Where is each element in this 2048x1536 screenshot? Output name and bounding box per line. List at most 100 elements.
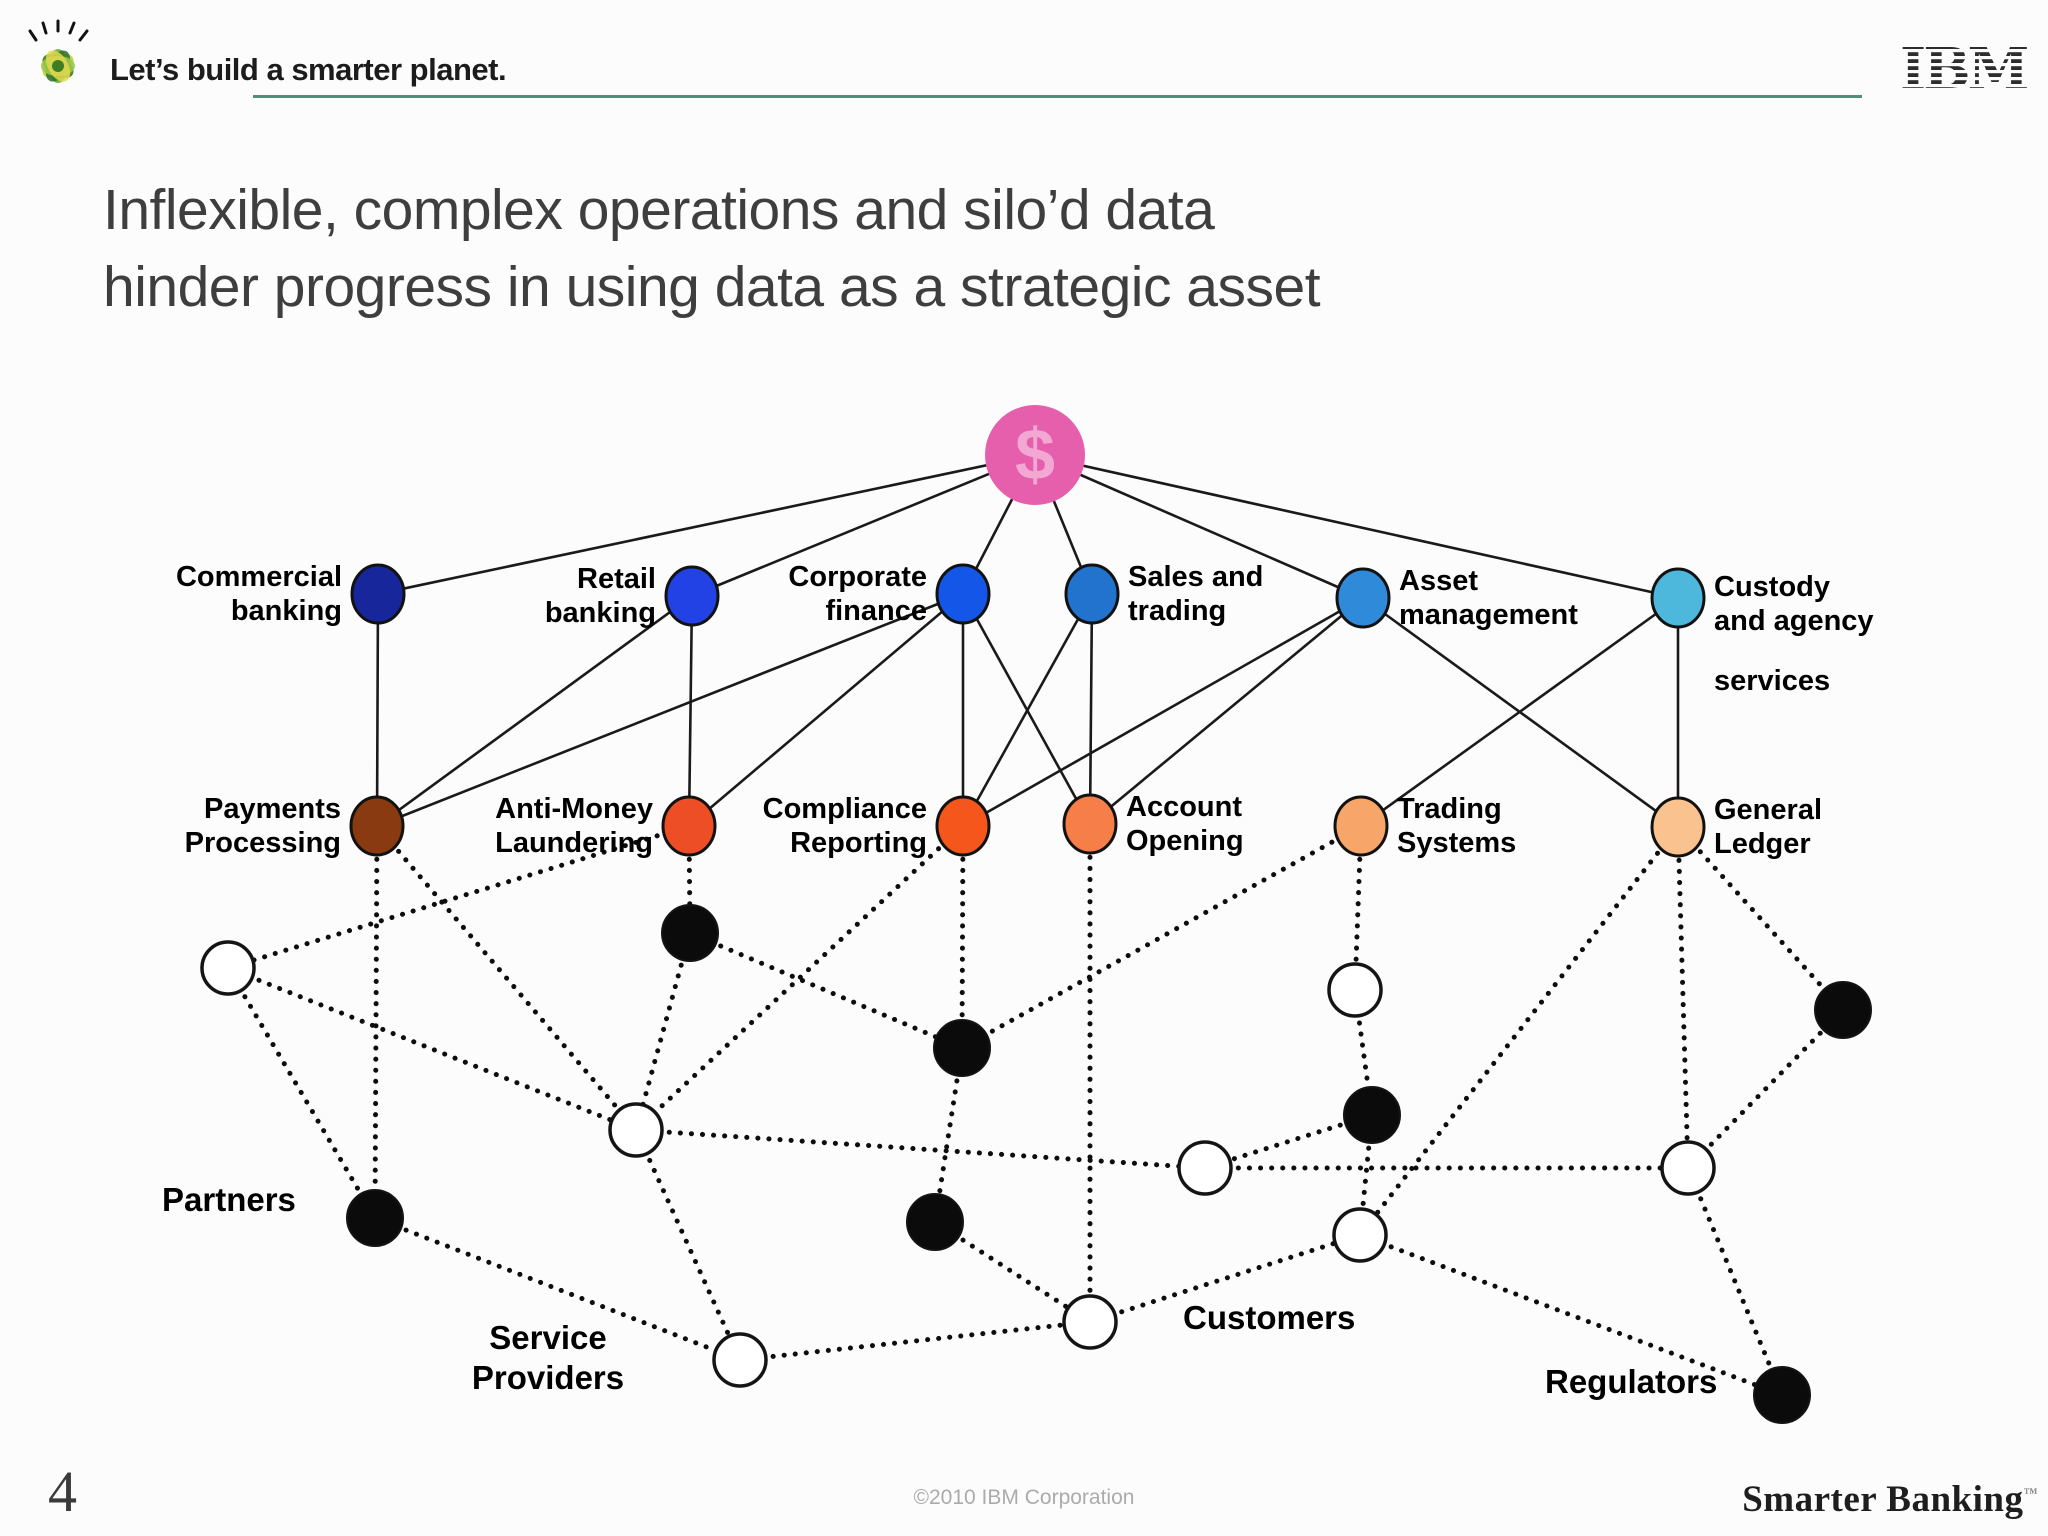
solid-edge (691, 453, 1036, 598)
node-label-line: Trading (1397, 793, 1502, 825)
node-label-line: Compliance (762, 793, 927, 825)
open-constituency-node (1332, 1207, 1388, 1263)
node-retail-banking (664, 565, 720, 627)
solid-edge (687, 595, 694, 827)
dotted-edge (1357, 824, 1681, 1238)
filled-constituency-node (1814, 981, 1872, 1039)
solid-edge (688, 593, 964, 827)
group-label-line: Providers (471, 1359, 625, 1396)
smarter-planet-leaf-icon (28, 19, 89, 83)
node-label-line: trading (1128, 595, 1227, 627)
filled-constituency-node (906, 1193, 964, 1251)
dollar-icon: $ (1015, 415, 1055, 495)
node-label-line: finance (825, 595, 927, 627)
dotted-edge (932, 1045, 965, 1225)
node-compliance-reporting (935, 795, 991, 857)
node-commercial-banking (350, 563, 406, 625)
dotted-edge (1685, 1007, 1846, 1171)
node-label-line: Systems (1397, 827, 1517, 859)
node-label-line: Commercial (175, 561, 342, 593)
open-constituency-node (1660, 1140, 1716, 1196)
node-label-line: Processing (184, 827, 341, 859)
node-trading-systems (1333, 795, 1389, 857)
dotted-edge (959, 823, 1364, 1051)
node-label-line: banking (230, 595, 342, 627)
dotted-edge (374, 823, 639, 1133)
slide-title-line1: Inflexible, complex operations and silo’… (103, 178, 1215, 242)
solid-edge (376, 592, 964, 828)
dotted-edge (1685, 1165, 1785, 1398)
dotted-edge (225, 965, 639, 1133)
group-label-line: Customers (1183, 1299, 1356, 1336)
node-label-line: Opening (1126, 825, 1244, 857)
node-general-ledger (1650, 796, 1706, 858)
node-anti-money-laundering (661, 795, 717, 857)
node-label-line: Ledger (1714, 828, 1811, 860)
solid-edge (1089, 596, 1364, 826)
node-corporate-finance (935, 563, 991, 625)
node-sales-and-trading (1064, 563, 1120, 625)
solid-edge (375, 593, 380, 827)
dotted-edge (633, 823, 966, 1133)
dotted-edge (687, 930, 965, 1051)
header-tagline: Let’s build a smarter planet. (110, 52, 507, 87)
dotted-edge (225, 965, 378, 1221)
group-label-line: Service (489, 1319, 607, 1356)
node-label-line: Anti-Money (495, 793, 653, 825)
node-label-line: Retail (577, 563, 656, 595)
dotted-edge (1675, 824, 1691, 1171)
group-label-line: Regulators (1545, 1363, 1718, 1400)
slide-title: Inflexible, complex operations and silo’… (103, 172, 1863, 326)
solid-edge (1088, 593, 1094, 825)
group-label-line: Partners (162, 1181, 296, 1218)
dotted-edge (737, 1319, 1093, 1363)
node-label-line: management (1399, 599, 1578, 631)
node-label-line: General (1714, 794, 1822, 826)
node-account-opening (1062, 793, 1118, 855)
group-label-partners: Partners (162, 1180, 296, 1220)
solid-edge (377, 453, 1036, 596)
dotted-edge (372, 823, 380, 1221)
node-label-line: services (1714, 665, 1831, 697)
dotted-edge (959, 823, 966, 1051)
ibm-logo-text: IBM (1900, 38, 2028, 98)
node-payments-processing (349, 795, 405, 857)
node-label-line: and agency (1714, 605, 1874, 637)
filled-constituency-node (661, 904, 719, 962)
smarter-banking-text: Smarter Banking (1742, 1479, 2024, 1520)
open-constituency-node (1062, 1294, 1118, 1350)
solid-edge (1034, 453, 1364, 600)
solid-edge (961, 593, 1092, 825)
node-label-line: Reporting (790, 827, 927, 859)
dotted-edge (633, 1127, 743, 1363)
ibm-logo: IBM (1898, 38, 2044, 98)
solid-edge (961, 593, 1094, 827)
filled-constituency-node (346, 1189, 404, 1247)
trademark-symbol: ™ (2023, 1486, 2038, 1502)
solid-edge (1034, 453, 1679, 600)
open-constituency-node (712, 1332, 768, 1388)
node-label-line: Corporate (788, 561, 927, 593)
open-constituency-node (1177, 1140, 1233, 1196)
dotted-edge (633, 930, 693, 1133)
node-label-line: Account (1126, 791, 1242, 823)
page-number: 4 (48, 1459, 77, 1524)
group-label-customers: Customers (1183, 1298, 1355, 1338)
dotted-edge (1087, 1232, 1363, 1325)
group-label-regulators: Regulators (1545, 1362, 1717, 1402)
slide-title-line2: hinder progress in using data as a strat… (103, 255, 1321, 319)
open-constituency-node (608, 1102, 664, 1158)
dotted-edge (225, 823, 692, 971)
